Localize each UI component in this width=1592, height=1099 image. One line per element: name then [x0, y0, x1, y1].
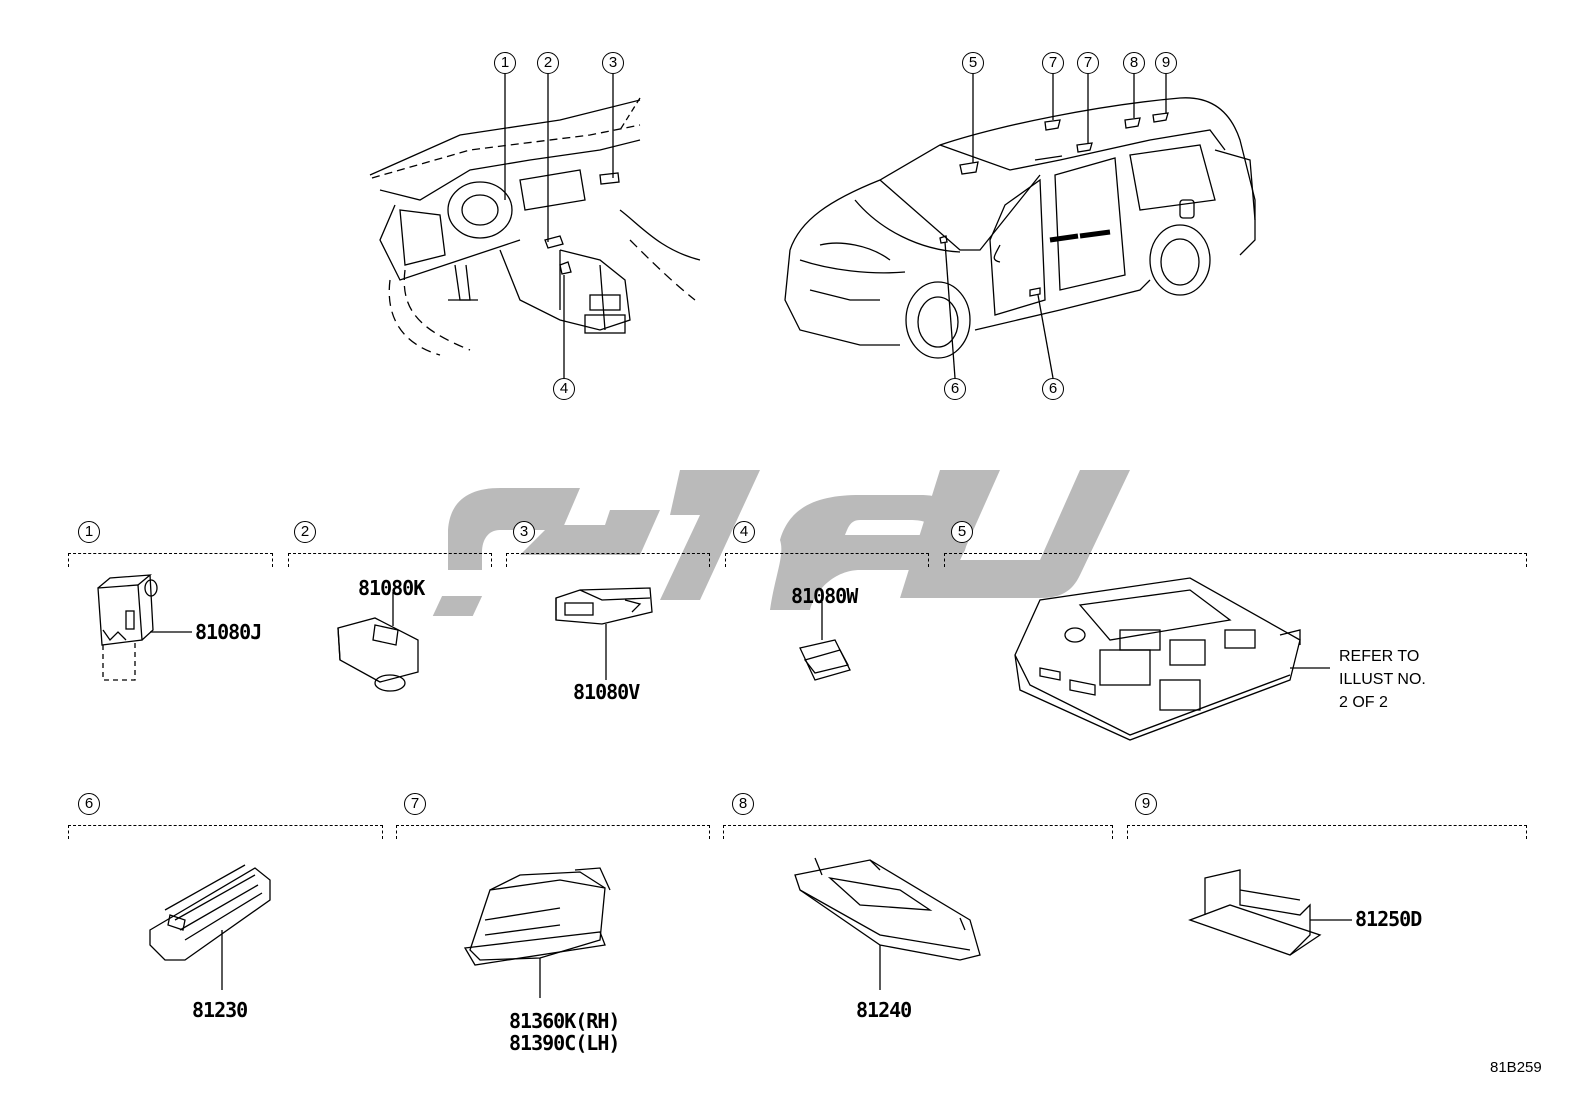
section-7-callout: 7: [404, 793, 426, 815]
overhead-console-drawing: [1014, 577, 1330, 741]
part-number-81240[interactable]: 81240: [856, 998, 912, 1022]
callout-1-interior: 1: [494, 52, 516, 74]
part-81250D-drawing: [1188, 869, 1352, 956]
callout-8-exterior: 8: [1123, 52, 1145, 74]
part-81360K-drawing: [463, 867, 611, 998]
callout-7-exterior-b: 7: [1077, 52, 1099, 74]
part-number-81080K[interactable]: 81080K: [358, 576, 425, 600]
part-81080J-drawing: [97, 574, 192, 681]
watermark-logo: [432, 470, 1130, 616]
callout-5-exterior: 5: [962, 52, 984, 74]
callout-7-exterior-a: 7: [1042, 52, 1064, 74]
diagram-code: 81B259: [1490, 1059, 1542, 1076]
callout-4-interior: 4: [553, 378, 575, 400]
callout-3-interior: 3: [602, 52, 624, 74]
interior-dashboard-illustration: [369, 97, 701, 356]
callout-2-interior: 2: [537, 52, 559, 74]
section-1-bracket: [68, 553, 273, 567]
part-number-81080J[interactable]: 81080J: [195, 620, 262, 644]
section-5-bracket: [944, 553, 1527, 567]
part-81240-drawing: [794, 857, 981, 990]
part-number-81080V[interactable]: 81080V: [573, 680, 640, 704]
section-1-callout: 1: [78, 521, 100, 543]
section-3-callout: 3: [513, 521, 535, 543]
part-81230-drawing: [149, 864, 271, 990]
section-6-bracket: [68, 825, 383, 839]
section-9-bracket: [1127, 825, 1527, 839]
vehicle-illustration: [784, 97, 1256, 359]
part-number-81390C-LH[interactable]: 81390C(LH): [509, 1031, 620, 1055]
section-9-callout: 9: [1135, 793, 1157, 815]
refer-note-line-2: ILLUST NO.: [1339, 671, 1426, 688]
refer-note-line-1: REFER TO: [1339, 648, 1420, 665]
refer-to-note: REFER TO ILLUST NO. 2 OF 2: [1339, 645, 1426, 714]
section-4-callout: 4: [733, 521, 755, 543]
section-2-bracket: [288, 553, 492, 567]
section-5-callout: 5: [951, 521, 973, 543]
section-4-bracket: [725, 553, 929, 567]
part-number-81360K-RH[interactable]: 81360K(RH): [509, 1009, 620, 1033]
part-81080K-drawing: [337, 592, 419, 692]
callout-6-exterior-a: 6: [944, 378, 966, 400]
callout-6-exterior-b: 6: [1042, 378, 1064, 400]
part-number-81080W[interactable]: 81080W: [791, 584, 858, 608]
part-81080W-drawing: [799, 602, 851, 681]
section-3-bracket: [506, 553, 710, 567]
part-number-81250D[interactable]: 81250D: [1355, 907, 1422, 931]
section-6-callout: 6: [78, 793, 100, 815]
section-7-bracket: [396, 825, 710, 839]
section-2-callout: 2: [294, 521, 316, 543]
callout-9-exterior: 9: [1155, 52, 1177, 74]
part-number-81230[interactable]: 81230: [192, 998, 248, 1022]
section-8-callout: 8: [732, 793, 754, 815]
part-81080V-drawing: [555, 587, 653, 680]
refer-note-line-3: 2 OF 2: [1339, 694, 1388, 711]
section-8-bracket: [723, 825, 1113, 839]
